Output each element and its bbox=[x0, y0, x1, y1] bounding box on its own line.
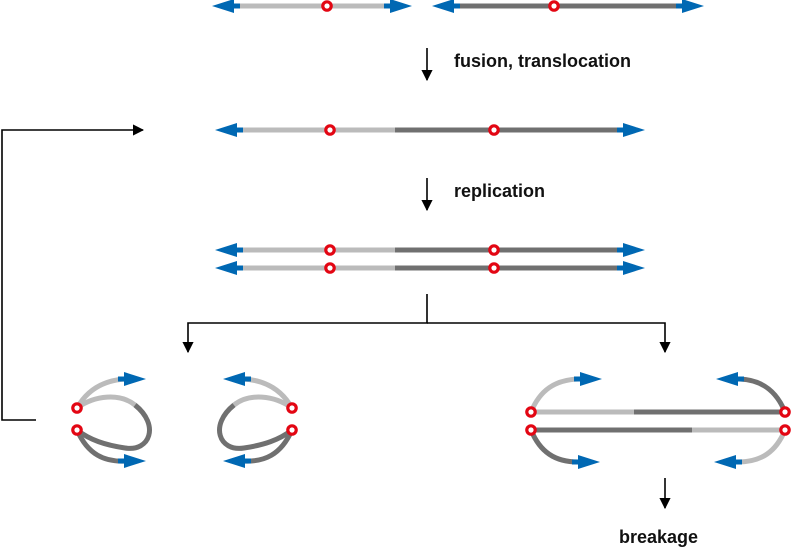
centromere-icon bbox=[488, 124, 500, 136]
telomere-arrow-icon bbox=[623, 261, 645, 275]
centromere-icon bbox=[286, 424, 298, 436]
label-breakage: breakage bbox=[619, 527, 698, 547]
telomere-arrow-icon bbox=[124, 454, 146, 468]
telomere-arrow-icon bbox=[432, 0, 454, 13]
chromatid-segment bbox=[737, 429, 788, 465]
centromere-icon bbox=[525, 406, 537, 418]
centromere-icon bbox=[488, 262, 500, 274]
centromere-icon bbox=[488, 244, 500, 256]
chromatid-segment bbox=[528, 429, 579, 465]
telomere-arrow-icon bbox=[124, 372, 146, 386]
centromere-icon bbox=[779, 424, 791, 436]
centromere-icon bbox=[286, 402, 298, 414]
label-fusion-translocation: fusion, translocation bbox=[454, 51, 631, 71]
centromere-icon bbox=[548, 0, 560, 12]
telomere-arrow-icon bbox=[580, 372, 602, 386]
telomere-arrow-icon bbox=[623, 243, 645, 257]
centromere-icon bbox=[71, 402, 83, 414]
centromere-icon bbox=[324, 262, 336, 274]
chromatid-segment bbox=[75, 394, 137, 411]
cycle-return-arrow bbox=[1, 124, 145, 421]
telomere-arrow-icon bbox=[716, 372, 738, 386]
centromere-icon bbox=[324, 244, 336, 256]
telomere-arrow-icon bbox=[714, 455, 736, 469]
branch-line-right bbox=[427, 322, 671, 354]
telomere-arrow-icon bbox=[215, 123, 237, 137]
telomere-arrow-icon bbox=[223, 454, 245, 468]
centromere-icon bbox=[525, 424, 537, 436]
telomere-arrow-icon bbox=[215, 261, 237, 275]
telomere-arrow-icon bbox=[682, 0, 704, 13]
centromere-icon bbox=[71, 424, 83, 436]
centromere-icon bbox=[324, 124, 336, 136]
centromere-icon bbox=[779, 406, 791, 418]
chromatid-segment bbox=[528, 376, 579, 413]
telomere-arrow-icon bbox=[390, 0, 412, 13]
branch-line bbox=[182, 294, 428, 354]
telomere-arrow-icon bbox=[578, 455, 600, 469]
telomere-arrow-icon bbox=[212, 0, 234, 13]
chromatid-segment bbox=[217, 403, 294, 451]
chromatid-segment bbox=[739, 376, 788, 414]
chromatid-segment bbox=[232, 394, 294, 411]
chromatid-segment bbox=[75, 403, 152, 451]
flow-arrows bbox=[1, 48, 671, 510]
telomere-arrow-icon bbox=[223, 372, 245, 386]
centromere-icon bbox=[321, 0, 333, 12]
telomere-arrow-icon bbox=[215, 243, 237, 257]
label-replication: replication bbox=[454, 181, 545, 201]
telomere-arrow-icon bbox=[623, 123, 645, 137]
